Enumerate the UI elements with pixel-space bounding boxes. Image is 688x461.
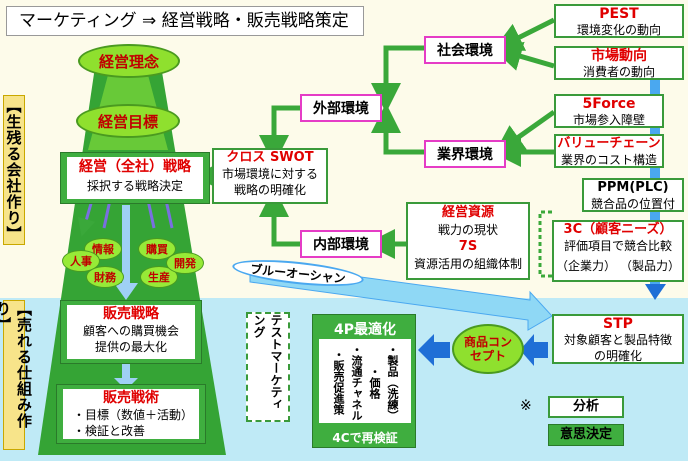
side-label-sales-system: 【売れる仕組み作り】	[0, 300, 33, 450]
function-hr: 人事	[62, 250, 100, 272]
three-c-box: 3C（顧客ニーズ） 評価項目で競合比較 （企業力） （製品力）	[552, 220, 684, 282]
sales-strategy-title: 販売戦略	[103, 306, 159, 322]
side-label-survival: 【生残る会社作り】	[3, 95, 25, 245]
objective-oval: 経営目標	[76, 104, 180, 138]
function-development: 開発	[166, 252, 204, 274]
sales-tactics-line-1: ・目標（数値＋活動）	[73, 408, 194, 422]
resources-text: 戦力の現状	[437, 223, 498, 237]
three-c-title: 3C（顧客ニーズ）	[563, 222, 673, 237]
five-force-text: 市場参入障壁	[572, 113, 645, 127]
stp-title: STP	[603, 316, 633, 332]
product-concept-oval: 商品コンセプト	[452, 324, 524, 374]
four-p-product: ・製品（洗練）	[386, 343, 399, 421]
corporate-strategy-card: 経営（全社）戦略 採択する戦略決定	[60, 152, 210, 204]
sales-strategy-line-1: 顧客への購買機会	[82, 324, 179, 338]
five-force-title: 5Force	[582, 96, 636, 112]
cross-swot-title: クロス SWOT	[226, 150, 314, 165]
function-production: 生産	[140, 266, 178, 288]
pest-text: 環境変化の動向	[576, 23, 661, 37]
four-p-promotion: ・販売促進策	[332, 349, 345, 415]
stp-box: STP 対象顧客と製品特徴 の明確化	[552, 314, 684, 364]
management-resources-box: 経営資源 戦力の現状 7S 資源活用の組織体制	[406, 202, 530, 280]
cross-swot-line-2: 戦略の明確化	[233, 183, 306, 197]
cross-swot-box: クロス SWOT 市場環境に対する 戦略の明確化	[212, 148, 328, 204]
social-environment-box: 社会環境	[424, 36, 506, 64]
cross-swot-line-1: 市場環境に対する	[221, 167, 318, 181]
five-force-box: 5Force 市場参入障壁	[554, 94, 664, 128]
pest-box: PEST 環境変化の動向	[554, 4, 684, 38]
value-chain-title: バリューチェーン	[557, 136, 661, 151]
three-c-company-strength: （企業力）	[555, 259, 616, 273]
sales-tactics-title: 販売戦術	[103, 390, 159, 406]
test-marketing-box: テストマーケティング	[246, 312, 290, 422]
seven-s-text: 資源活用の組織体制	[413, 257, 522, 271]
function-purchasing: 購買	[138, 238, 176, 260]
four-p-card: 4P最適化 ・製品（洗練） ・価格 ・流通チャネル ・販売促進策 4Cで再検証	[312, 314, 416, 448]
seven-s-title: 7S	[458, 239, 478, 254]
corporate-strategy-title: 経営（全社）戦略	[79, 159, 191, 175]
green-arrows	[193, 17, 556, 259]
stp-line-2: の明確化	[593, 349, 642, 363]
external-environment-box: 外部環境	[300, 94, 382, 122]
internal-environment-box: 内部環境	[300, 230, 382, 258]
three-c-text: 評価項目で競合比較	[563, 239, 672, 253]
market-trend-text: 消費者の動向	[582, 65, 655, 79]
page-title: マーケティング ⇒ 経営戦略・販売戦略策定	[6, 6, 364, 36]
sales-strategy-line-2: 提供の最大化	[94, 340, 167, 354]
function-finance: 財務	[86, 266, 124, 288]
market-trend-title: 市場動向	[591, 48, 647, 64]
four-c-recheck: 4Cで再検証	[332, 431, 398, 445]
sales-tactics-card: 販売戦術 ・目標（数値＋活動） ・検証と改善	[56, 384, 206, 444]
corporate-strategy-text: 採択する戦略決定	[86, 179, 183, 193]
stp-line-1: 対象顧客と製品特徴	[563, 333, 672, 347]
ppm-title: PPM(PLC)	[597, 180, 669, 195]
four-p-title: 4P最適化	[333, 322, 396, 338]
legend-decision: 意思決定	[548, 424, 624, 446]
sales-strategy-card: 販売戦略 顧客への購買機会 提供の最大化	[60, 300, 202, 364]
sales-tactics-line-2: ・検証と改善	[73, 424, 146, 438]
four-p-channel: ・流通チャネル	[350, 343, 363, 421]
value-chain-text: 業界のコスト構造	[560, 153, 657, 167]
four-p-price: ・価格	[368, 365, 381, 399]
ppm-box: PPM(PLC) 競合品の位置付	[582, 178, 684, 212]
industry-environment-box: 業界環境	[424, 140, 506, 168]
philosophy-oval: 経営理念	[78, 44, 180, 78]
resources-title: 経営資源	[441, 205, 494, 220]
pest-title: PEST	[599, 6, 639, 22]
ppm-text: 競合品の位置付	[590, 197, 675, 211]
three-c-product-strength: （製品力）	[619, 259, 680, 273]
market-trend-box: 市場動向 消費者の動向	[554, 46, 684, 80]
legend-mark: ※	[520, 398, 532, 414]
value-chain-box: バリューチェーン 業界のコスト構造	[554, 134, 664, 168]
legend-analysis: 分析	[548, 396, 624, 418]
